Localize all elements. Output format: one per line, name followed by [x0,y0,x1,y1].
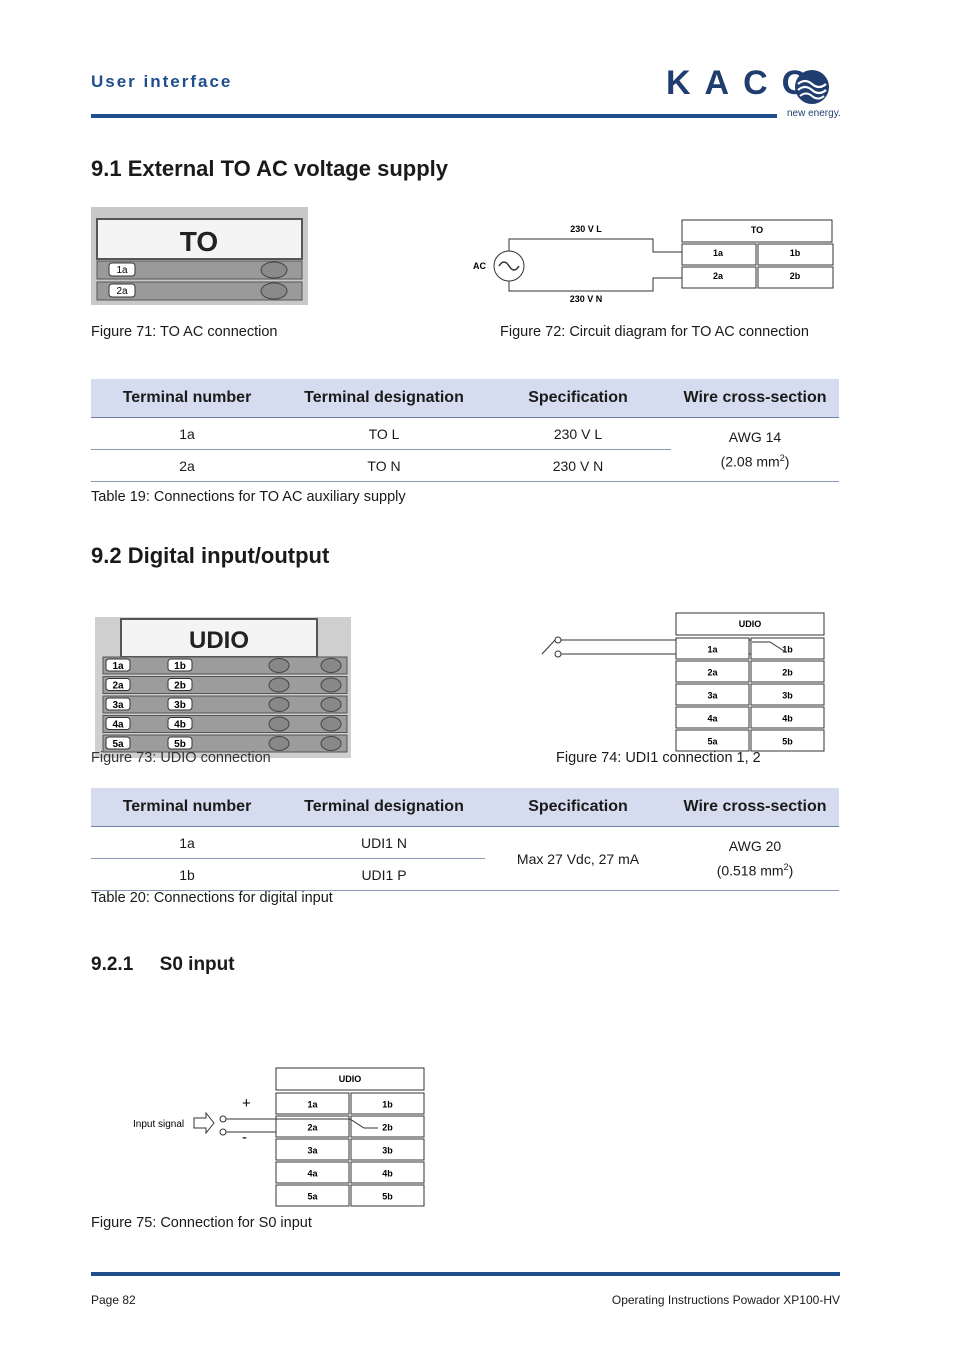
input-signal-label: Input signal [133,1119,184,1130]
to-row-1a: 1a [116,265,128,276]
table-row: 2a TO N 230 V N [91,449,839,482]
header-rule [91,114,777,118]
wire-cross-section: AWG 14 [728,428,782,445]
terminal-cell: 3a [307,1146,318,1156]
svg-text:1a: 1a [713,248,724,258]
terminal-cell: 4a [707,714,718,724]
s0-input-diagram: Input signal + - UDIO 1a 1b 2a 2b 3a 3b 4a 4b 5a 5… [133,1067,425,1207]
wire-cross-section: AWG 20 [728,837,782,854]
circuit-top-label: 230 V L [570,224,602,234]
table-row: 1a TO L 230 V L AWG 14 (2.08 mm2) [91,417,839,482]
terminal-block-title: UDIO [339,1074,362,1084]
section-heading-9-2-1: 9.2.1 S0 input [91,954,235,975]
terminal-cell: 1b [782,645,793,655]
udio-terminal-label: 1b [174,661,186,672]
page-number: Page 82 [91,1293,136,1307]
terminal-cell: 2a [307,1123,318,1133]
terminal-cell: 5b [782,737,793,747]
circuit-block-title: TO [751,225,763,235]
table-20-header: Specification [485,788,671,827]
specification-cell: Max 27 Vdc, 27 mA [485,826,671,891]
terminal-cell: 1a [307,1100,318,1110]
figure-75-caption: Figure 75: Connection for S0 input [91,1215,312,1231]
table-19-header: Specification [485,379,671,418]
table-19-header: Terminal number [91,379,283,418]
udio-connector-label: UDIO [189,627,249,654]
to-row-2a: 2a [116,286,128,297]
minus-sign: - [242,1129,247,1146]
to-circuit-diagram: 230 V L 230 V N AC TO 1a 1b 2a 2b [473,219,834,304]
table-row: 1b UDI1 P [91,858,839,891]
kaco-logo-text: KACO [666,64,823,102]
logo-tagline: new energy. [787,108,841,119]
figure-72-caption: Figure 72: Circuit diagram for TO AC con… [500,324,809,340]
arrow-right-icon [193,1111,215,1135]
terminal-cell: 5b [382,1192,393,1202]
terminal-cell: 4b [782,714,793,724]
udio-terminal-label: 2b [174,681,186,692]
terminal-cell: 1b [382,1100,393,1110]
terminal-cell: 3a [707,691,718,701]
plus-sign: + [242,1095,251,1112]
table-20: Terminal number Terminal designation Spe… [91,788,839,891]
circuit-bottom-label: 230 V N [570,294,603,304]
terminal-cell: 4b [382,1169,393,1179]
circuit-source-label: AC [473,261,486,271]
table-20-header: Terminal number [91,788,283,827]
table-20-header: Terminal designation [283,788,485,827]
table-19-caption: Table 19: Connections for TO AC auxiliar… [91,489,406,505]
terminal-cell: 3b [782,691,793,701]
udio-terminal-label: 4a [112,720,124,731]
udio-terminal-label: 3a [112,700,124,711]
svg-text:2b: 2b [790,271,801,281]
to-connector-label: TO [180,226,218,257]
section-heading-9-2: 9.2 Digital input/output [91,543,330,568]
header-title: User interface [91,72,233,91]
svg-text:2a: 2a [713,271,724,281]
udio-terminal-label: 1a [112,661,124,672]
terminal-cell: 2a [707,668,718,678]
document-title: Operating Instructions Powador XP100-HV [611,1293,840,1307]
udio-terminal-label: 5b [174,739,186,750]
udio-terminal-label: 4b [174,720,186,731]
udio-terminal-label: 3b [174,700,186,711]
udio-terminal-label: 5a [112,739,124,750]
figure-73-caption: Figure 73: UDIO connection [91,750,271,766]
udi1-connection-diagram: UDIO 1a 1b 2a 2b 3a 3b 4a 4b 5a 5b [541,612,825,752]
terminal-cell: 3b [382,1146,393,1156]
table-20-caption: Table 20: Connections for digital input [91,890,333,906]
table-19-header: Terminal designation [283,379,485,418]
to-connector-figure: TO 1a 2a [91,207,308,305]
terminal-cell: 2b [382,1123,393,1133]
udio-connector-figure: UDIO 1a 1b 2a 2b 3a 3b 4a 4b 5a 5b [95,617,351,758]
section-heading-9-1: 9.1 External TO AC voltage supply [91,156,448,181]
terminal-block-title: UDIO [739,619,762,629]
terminal-cell: 4a [307,1169,318,1179]
terminal-cell: 1a [707,645,718,655]
udio-terminal-label: 2a [112,681,124,692]
figure-71-caption: Figure 71: TO AC connection [91,324,278,340]
table-row: 1a UDI1 N Max 27 Vdc, 27 mA AWG 20 (0.51… [91,826,839,891]
terminal-cell: 2b [782,668,793,678]
kaco-logo-icon [795,70,829,104]
terminal-cell: 5a [707,737,718,747]
footer-rule [91,1272,840,1276]
table-19: Terminal number Terminal designation Spe… [91,379,839,482]
table-20-header: Wire cross-section [671,788,839,827]
svg-text:1b: 1b [790,248,801,258]
terminal-cell: 5a [307,1192,318,1202]
figure-74-caption: Figure 74: UDI1 connection 1, 2 [556,750,761,766]
table-19-header: Wire cross-section [671,379,839,418]
